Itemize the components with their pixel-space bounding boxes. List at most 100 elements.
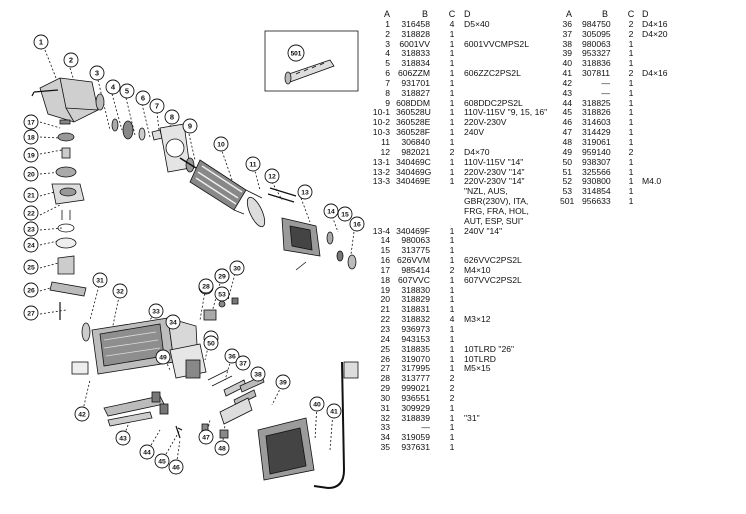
callout-circle — [115, 430, 131, 446]
cell-c: 1 — [449, 156, 455, 167]
cell-c: 1 — [449, 422, 455, 433]
callout-47: 47 — [198, 429, 214, 445]
cell-a: 23 — [380, 324, 390, 334]
callout-circle — [213, 136, 229, 152]
cell-a: 37 — [562, 28, 572, 39]
exploded-parts-diagram: 1234567891011121314151617181920212223242… — [23, 30, 365, 490]
cell-a: 7 — [385, 77, 390, 88]
cell-b: 931701 — [401, 77, 430, 88]
cell-b: 340469G — [396, 166, 432, 177]
switch-parts-drawing — [169, 297, 247, 397]
cell-a: 43 — [562, 87, 572, 98]
callout-label: 18 — [27, 135, 35, 142]
cell-b: 360528U — [396, 107, 431, 118]
cell-c: 1 — [449, 412, 455, 423]
cell-d: M3×12 — [464, 314, 491, 325]
callout-33: 33 — [148, 303, 164, 319]
table-row: GBR(230V), ITA, — [368, 196, 554, 207]
cell-c: 1 — [449, 87, 455, 98]
cell-d: 240V "14" — [464, 225, 503, 236]
cell-b: 606ZZM — [398, 68, 430, 79]
callout-circle — [135, 90, 151, 106]
cell-a: 47 — [562, 127, 572, 138]
cell-a: 25 — [380, 343, 390, 354]
cell-a: 16 — [380, 255, 390, 266]
fan-guide-drawing — [246, 196, 266, 228]
cell-c: 1 — [449, 136, 455, 147]
cell-b: 307811 — [582, 68, 611, 79]
callout-8: 8 — [164, 109, 180, 125]
callout-label: 11 — [249, 162, 256, 169]
cell-b: 318827 — [401, 87, 430, 98]
cell-b: — — [601, 87, 610, 98]
column-header-c: C — [627, 9, 635, 19]
callout-11: 11 — [245, 156, 261, 172]
callout-17: 17 — [23, 114, 39, 130]
callout-25: 25 — [23, 259, 39, 275]
cell-b: 938307 — [582, 156, 611, 167]
cell-c: 2 — [628, 146, 634, 157]
cell-c: 1 — [628, 107, 634, 118]
callout-46: 46 — [168, 459, 184, 475]
callout-circle — [63, 52, 79, 68]
cell-b: 319059 — [401, 432, 430, 443]
stator-drawing — [281, 217, 321, 271]
cell-a: 39 — [562, 48, 572, 59]
cell-d: D5×40 — [464, 18, 490, 29]
callout-19: 19 — [23, 147, 39, 163]
callout-circle — [214, 286, 230, 302]
cell-b: 319070 — [401, 353, 430, 364]
cell-b: 305095 — [582, 28, 611, 39]
cell-c: 1 — [449, 274, 455, 285]
cell-d: 6001VVCMPS2L — [464, 38, 529, 49]
cell-b: 318832 — [401, 314, 430, 325]
callout-21: 21 — [23, 187, 39, 203]
callout-23: 23 — [23, 221, 39, 237]
callout-label: 50 — [207, 341, 215, 348]
cell-b: 980063 — [401, 235, 430, 246]
callout-label: 41 — [330, 409, 338, 416]
callout-circle — [23, 166, 39, 182]
cell-b: 982021 — [401, 146, 430, 157]
cell-c: 1 — [449, 402, 455, 413]
callout-label: 9 — [188, 122, 192, 131]
cell-a: 26 — [380, 353, 390, 364]
callout-circle — [214, 268, 230, 284]
cell-c: 1 — [449, 294, 455, 305]
cell-b: 314854 — [582, 186, 611, 197]
cell-a: 33 — [380, 422, 390, 433]
callout-label: 32 — [116, 289, 124, 296]
armature-drawing — [179, 157, 263, 215]
callout-circle — [139, 444, 155, 460]
callout-10: 10 — [213, 136, 229, 152]
callout-circle — [264, 168, 280, 184]
cell-c: 1 — [628, 136, 634, 147]
callout-circle — [74, 406, 90, 422]
callout-43: 43 — [115, 430, 131, 446]
callout-circle — [89, 65, 105, 81]
callout-circle — [23, 205, 39, 221]
cell-d: 626VVC2PS2L — [464, 255, 522, 266]
cell-c: 1 — [449, 127, 455, 138]
cell-c: 1 — [628, 176, 634, 187]
callout-37: 37 — [235, 355, 251, 371]
table-header-row: A B C D — [560, 9, 740, 20]
cell-c: 2 — [449, 383, 455, 394]
cell-a: 38 — [562, 38, 572, 49]
cell-d: FRG, FRA, HOL, — [464, 205, 529, 216]
